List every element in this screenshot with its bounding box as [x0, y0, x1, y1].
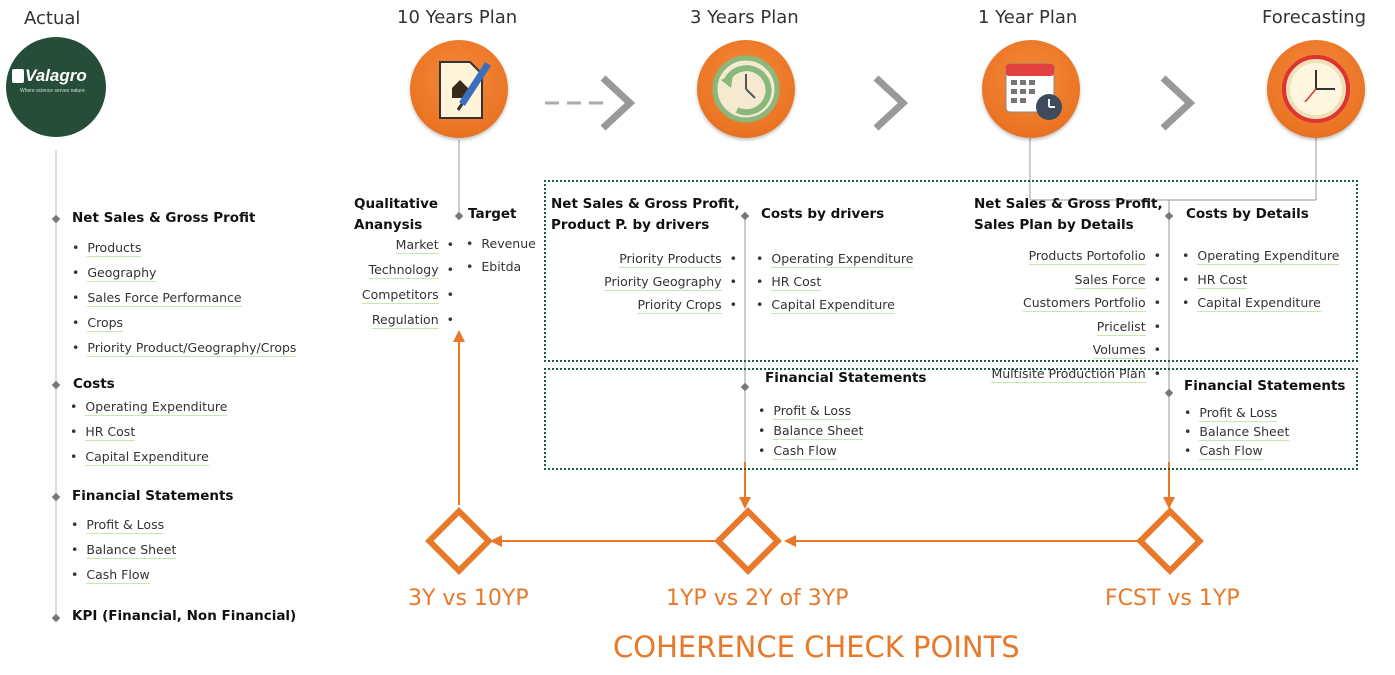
- checkpoint-label-2: 1YP vs 2Y of 3YP: [666, 586, 849, 611]
- one-year-plan-icon: [982, 40, 1080, 138]
- list-item: Customers Portfolio: [991, 291, 1161, 315]
- list-item: Profit & Loss: [758, 401, 863, 421]
- list-item: Priority Products: [604, 247, 737, 270]
- list-item: Balance Sheet: [1184, 422, 1290, 441]
- list-item: HR Cost: [70, 419, 227, 444]
- coherence-title: COHERENCE CHECK POINTS: [613, 630, 1020, 664]
- list-item: Sales Force Performance: [72, 285, 296, 310]
- target-title: Target: [468, 206, 517, 222]
- list-item: Capital Expenditure: [1182, 291, 1339, 315]
- list-item: Capital Expenditure: [756, 293, 913, 316]
- list-item: HR Cost: [1182, 268, 1339, 292]
- logo-tagline: Where science serves nature: [20, 88, 85, 94]
- list-item: Profit & Loss: [1184, 403, 1289, 422]
- list-item: Cash Flow: [758, 441, 863, 461]
- qualitative-list: Market Technology Competitors Regulation: [361, 232, 454, 332]
- list-item: Volumes: [991, 338, 1161, 362]
- checkpoint-diamond-1: [425, 507, 493, 575]
- list-item: Products Portofolio: [991, 244, 1161, 268]
- list-item: Sales Force: [991, 268, 1161, 292]
- one-year-sales-title-1: Net Sales & Gross Profit,: [974, 196, 1163, 212]
- actual-costs-title: Costs: [73, 376, 115, 392]
- leaf-icon: [12, 69, 24, 83]
- list-item: Operating Expenditure: [70, 394, 228, 419]
- list-item: Priority Product/Geography/Crops: [72, 335, 297, 360]
- list-item: Competitors: [361, 282, 454, 307]
- list-item: Ebitda: [466, 255, 536, 278]
- up-arrow-head: [453, 330, 465, 342]
- dotted-box-bottom: [544, 368, 1358, 470]
- actual-kpi-title: KPI (Financial, Non Financial): [72, 608, 297, 624]
- list-item: Multisite Production Plan: [991, 362, 1161, 386]
- list-item: Technology: [362, 257, 454, 282]
- list-item: Cash Flow: [71, 562, 176, 587]
- three-year-financial-list: Profit & Loss Balance Sheet Cash Flow: [758, 401, 864, 461]
- three-year-costs-list: Operating Expenditure HR Cost Capital Ex…: [756, 247, 914, 316]
- three-year-sales-title-2: Product P. by drivers: [551, 217, 710, 233]
- list-item: Operating Expenditure: [756, 247, 914, 270]
- one-year-sales-list: Products Portofolio Sales Force Customer…: [991, 244, 1161, 385]
- list-item: Regulation: [362, 307, 454, 332]
- list-item: Pricelist: [991, 315, 1161, 339]
- stage-title-3-years: 3 Years Plan: [690, 7, 799, 28]
- actual-costs-list: Operating Expenditure HR Cost Capital Ex…: [70, 394, 228, 469]
- checkpoint-diamond-3: [1136, 507, 1204, 575]
- list-item: HR Cost: [756, 270, 913, 293]
- checkpoint-label-3: FCST vs 1YP: [1105, 586, 1240, 611]
- three-year-sales-title-1: Net Sales & Gross Profit,: [551, 196, 740, 212]
- list-item: Revenue: [466, 232, 535, 255]
- one-year-financial-title: Financial Statements: [1184, 378, 1346, 394]
- list-item: Cash Flow: [1184, 441, 1289, 460]
- stage-title-10-years: 10 Years Plan: [397, 7, 518, 28]
- three-year-plan-icon: [697, 40, 795, 138]
- actual-financial-title: Financial Statements: [72, 488, 234, 504]
- chevron-arrow-1: [600, 75, 636, 131]
- stage-title-actual: Actual: [24, 8, 81, 29]
- qualitative-title-1: Qualitative: [354, 196, 439, 212]
- list-item: Profit & Loss: [71, 512, 176, 537]
- list-item: Capital Expenditure: [70, 444, 227, 469]
- three-year-sales-list: Priority Products Priority Geography Pri…: [604, 247, 737, 316]
- three-year-financial-title: Financial Statements: [765, 370, 927, 386]
- one-year-financial-list: Profit & Loss Balance Sheet Cash Flow: [1184, 403, 1290, 460]
- dotted-box-top: [544, 180, 1358, 362]
- actual-net-sales-list: Products Geography Sales Force Performan…: [72, 235, 297, 360]
- list-item: Balance Sheet: [71, 537, 177, 562]
- list-item: Priority Crops: [604, 293, 737, 316]
- ten-year-plan-icon: [410, 40, 508, 138]
- valagro-logo: Valagro Where science serves nature: [6, 37, 106, 137]
- stage-title-1-year: 1 Year Plan: [978, 7, 1078, 28]
- checkpoint-label-1: 3Y vs 10YP: [408, 586, 529, 611]
- list-item: Crops: [72, 310, 296, 335]
- list-item: Operating Expenditure: [1182, 244, 1340, 268]
- target-list: Revenue Ebitda: [466, 232, 536, 278]
- list-item: Products: [72, 235, 296, 260]
- actual-net-sales-title: Net Sales & Gross Profit: [72, 210, 256, 226]
- qualitative-title-2: Ananysis: [354, 217, 423, 233]
- one-year-costs-title: Costs by Details: [1186, 206, 1309, 222]
- list-item: Market: [362, 232, 454, 257]
- forecasting-icon: [1267, 40, 1365, 138]
- list-item: Balance Sheet: [758, 421, 864, 441]
- logo-name: Valagro: [25, 66, 87, 85]
- chevron-arrow-2: [873, 75, 909, 131]
- one-year-costs-list: Operating Expenditure HR Cost Capital Ex…: [1182, 244, 1340, 315]
- list-item: Priority Geography: [604, 270, 737, 293]
- three-year-costs-title: Costs by drivers: [761, 206, 885, 222]
- stage-title-forecasting: Forecasting: [1262, 7, 1367, 28]
- one-year-sales-title-2: Sales Plan by Details: [974, 217, 1134, 233]
- chevron-arrow-3: [1160, 75, 1196, 131]
- checkpoint-diamond-2: [714, 507, 782, 575]
- actual-financial-list: Profit & Loss Balance Sheet Cash Flow: [71, 512, 177, 587]
- list-item: Geography: [72, 260, 296, 285]
